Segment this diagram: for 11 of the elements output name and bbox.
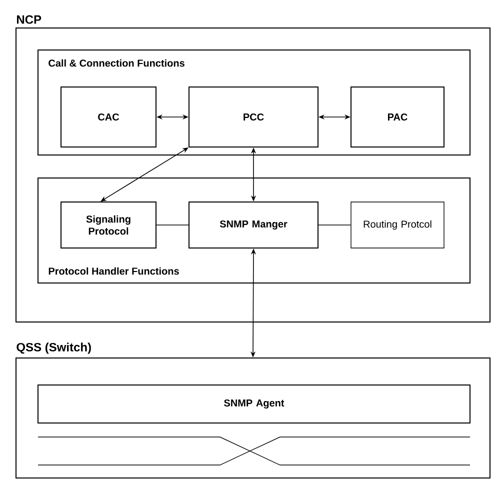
system-heading: QSS (Switch) xyxy=(16,342,91,354)
group-heading: Protocol Handler Functions xyxy=(48,267,179,275)
process-box: CAC xyxy=(60,86,156,148)
process-box: Signaling Protocol xyxy=(60,202,156,248)
process-box: SNMP Agent xyxy=(38,384,470,424)
system-heading: NCP xyxy=(17,15,42,24)
process-box: SNMP Manger xyxy=(188,202,318,248)
process-box: Routing Protcol xyxy=(350,202,444,248)
group-heading: Call & Connection Functions xyxy=(48,59,184,67)
process-box: PCC xyxy=(188,86,318,148)
process-box: PAC xyxy=(350,86,444,148)
